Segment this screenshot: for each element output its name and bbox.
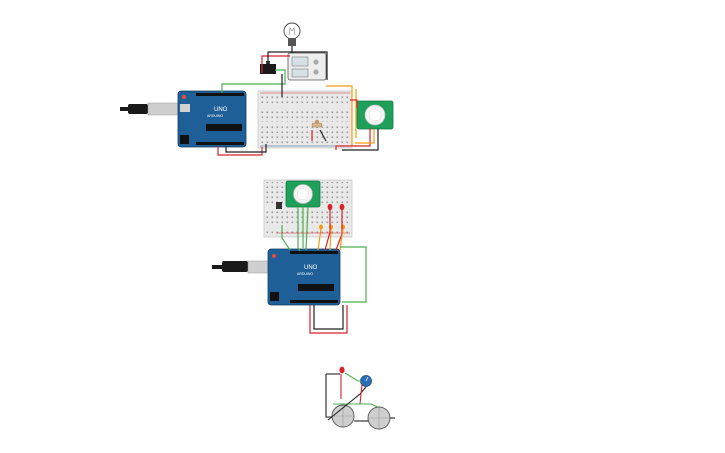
wires-2 [276,206,367,334]
board-1-label: UNO [214,107,228,113]
circuit-2[interactable]: UNO ARDUINO [212,179,367,334]
motor-left[interactable] [331,404,355,428]
pir-sensor-2[interactable] [285,180,321,208]
light-bulb[interactable] [283,22,301,46]
breadboard-1[interactable] [257,90,353,149]
usb-cable-2 [212,260,271,274]
board-2-label: UNO [304,265,318,271]
pir-sensor-1[interactable] [356,100,394,130]
board-1-brand: ARDUINO [207,114,223,118]
potentiometer-3[interactable] [360,375,372,387]
arduino-uno-board-1[interactable]: UNO ARDUINO [177,90,247,148]
motor-right[interactable] [367,406,391,430]
circuit-3[interactable] [325,366,395,430]
arduino-uno-board-2[interactable]: UNO ARDUINO [267,248,341,306]
relay-module[interactable] [287,52,327,81]
wires-3 [325,372,395,422]
usb-cable-1 [120,102,181,116]
board-2-brand: ARDUINO [297,272,313,276]
circuit-1[interactable]: UNO ARDUINO [120,22,394,156]
leds-2[interactable] [319,203,345,230]
led-3[interactable] [339,366,345,374]
buzzer-2[interactable] [276,202,282,209]
wires-1 [217,46,379,156]
resistor-1[interactable] [311,119,323,128]
